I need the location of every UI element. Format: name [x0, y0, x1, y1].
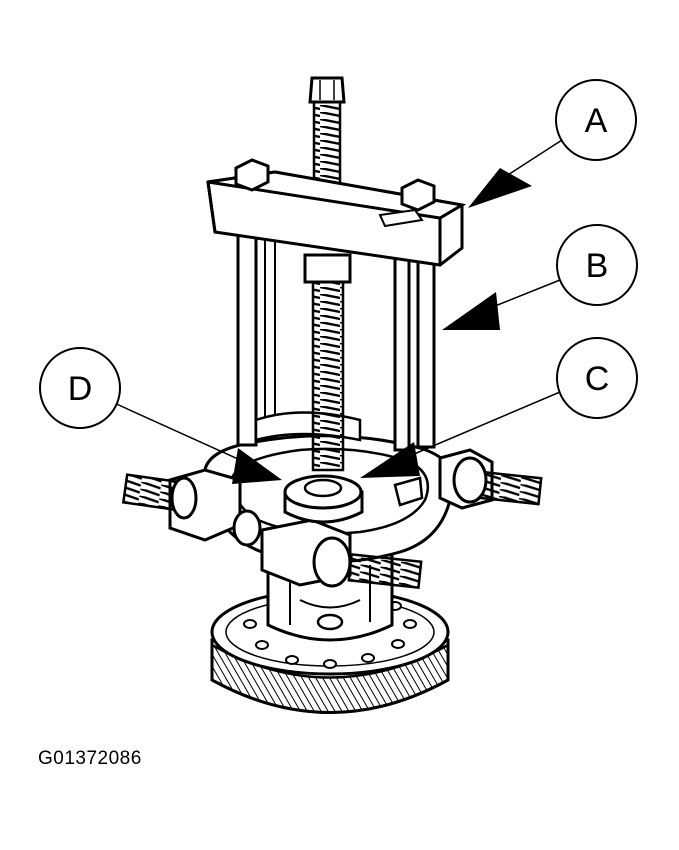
callout-D: D: [39, 347, 282, 484]
callout-label-d: D: [68, 370, 93, 408]
callout-label-a: A: [585, 102, 608, 140]
figure-code: G01372086: [38, 748, 142, 769]
forcing-screw: [303, 76, 352, 472]
clamp-bolt-left: [121, 473, 198, 520]
clamp-bolt-front: [232, 509, 423, 589]
crossbar: [206, 158, 467, 267]
callout-B: B: [442, 224, 638, 330]
callout-label-c: C: [585, 360, 610, 398]
clamp-bolt-right: [452, 456, 543, 506]
callout-C: C: [360, 337, 638, 478]
callout-label-b: B: [586, 247, 609, 285]
center-adapter: [283, 474, 424, 524]
callout-A: A: [468, 79, 637, 208]
